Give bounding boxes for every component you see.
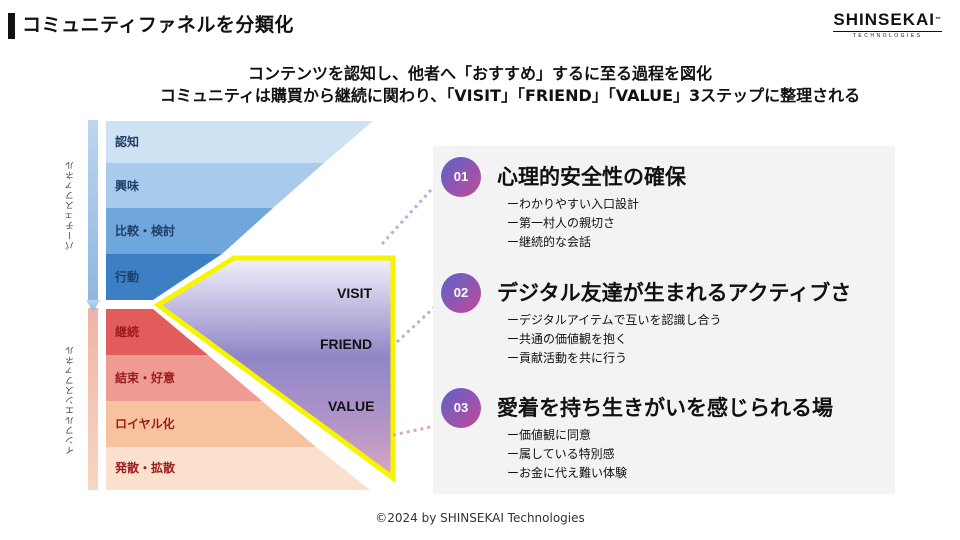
influence-stage-4 (106, 447, 370, 490)
explanation-panel (433, 146, 895, 494)
purchase-stage-label-2: 興味 (115, 179, 140, 193)
point-01-bullet-2: ー第一村人の親切さ (507, 216, 616, 230)
influence-stage-label-1: 継続 (115, 325, 140, 339)
logo-wordmark: SHINSEKAI™ (833, 10, 942, 30)
point-01-bullets: ーわかりやすい入口設計 ー第一村人の親切さ ー継続的な会話 (507, 195, 639, 252)
title-bar-accent (8, 13, 15, 39)
purchase-stage-4 (106, 254, 222, 300)
logo-tm: ™ (935, 17, 942, 23)
community-step-visit: VISIT (337, 285, 373, 301)
point-01-title: 心理的安全性の確保 (497, 165, 686, 189)
purchase-stage-3 (106, 208, 273, 254)
purchase-axis-arrowhead (86, 300, 100, 312)
purchase-funnel-axis (88, 120, 98, 300)
point-01-bullet-1: ーわかりやすい入口設計 (507, 197, 640, 211)
page-title: コミュニティファネルを分類化 (22, 14, 294, 36)
headline-line-2: コミュニティは購買から継続に関わり、「VISIT」「FRIEND」「VALUE」… (159, 86, 861, 105)
point-03-bullet-1: ー価値観に同意 (507, 428, 592, 442)
purchase-stage-label-1: 認知 (115, 135, 140, 149)
community-funnel (153, 255, 396, 483)
logo-main-text: SHINSEKAI (833, 10, 935, 29)
point-03-title: 愛着を持ち生きがいを感じられる場 (497, 396, 833, 420)
point-02-title: デジタル友達が生まれるアクティブさ (497, 281, 852, 305)
point-03-bullet-3: ーお金に代え難い体験 (507, 466, 628, 480)
point-03-bullet-2: ー属している特別感 (507, 447, 615, 461)
connector-03 (392, 423, 441, 437)
purchase-stage-1 (106, 121, 373, 163)
influence-funnel-axis (88, 308, 98, 490)
influence-stage-label-3: ロイヤル化 (115, 417, 175, 431)
connector-01 (380, 178, 442, 246)
headline-line-1: コンテンツを認知し、他者へ「おすすめ」するに至る過程を図化 (247, 64, 712, 83)
community-step-friend: FRIEND (320, 336, 373, 352)
influence-stage-3 (106, 401, 316, 447)
influence-stage-label-2: 結束・好意 (115, 371, 176, 385)
copyright-footer: ©2024 by SHINSEKAI Technologies (375, 511, 585, 525)
point-01-bullet-3: ー継続的な会話 (507, 235, 592, 249)
point-01-badge: 01 (441, 157, 481, 197)
point-02-bullet-1: ーデジタルアイテムで互いを認識し合う (507, 313, 722, 327)
point-03-bullets: ー価値観に同意 ー属している特別感 ーお金に代え難い体験 (507, 426, 627, 483)
company-logo: SHINSEKAI™ TECHNOLOGIES (833, 10, 942, 40)
influence-stage-label-4: 発散・拡散 (115, 461, 176, 475)
purchase-stage-label-4: 行動 (115, 270, 140, 284)
point-02-bullet-3: ー貢献活動を共に行う (507, 351, 628, 365)
influence-stage-2 (106, 355, 262, 401)
point-02-bullet-2: ー共通の価値観を抱く (507, 332, 628, 346)
logo-subtext: TECHNOLOGIES (833, 31, 942, 40)
point-02-badge: 02 (441, 273, 481, 313)
point-02-bullets: ーデジタルアイテムで互いを認識し合う ー共通の価値観を抱く ー貢献活動を共に行う (507, 311, 722, 368)
point-03-badge: 03 (441, 388, 481, 428)
purchase-stage-label-3: 比較・検討 (115, 224, 176, 238)
purchase-stage-2 (106, 163, 324, 208)
community-step-value: VALUE (328, 398, 375, 414)
connector-02 (395, 300, 442, 344)
influence-stage-1 (106, 309, 208, 355)
